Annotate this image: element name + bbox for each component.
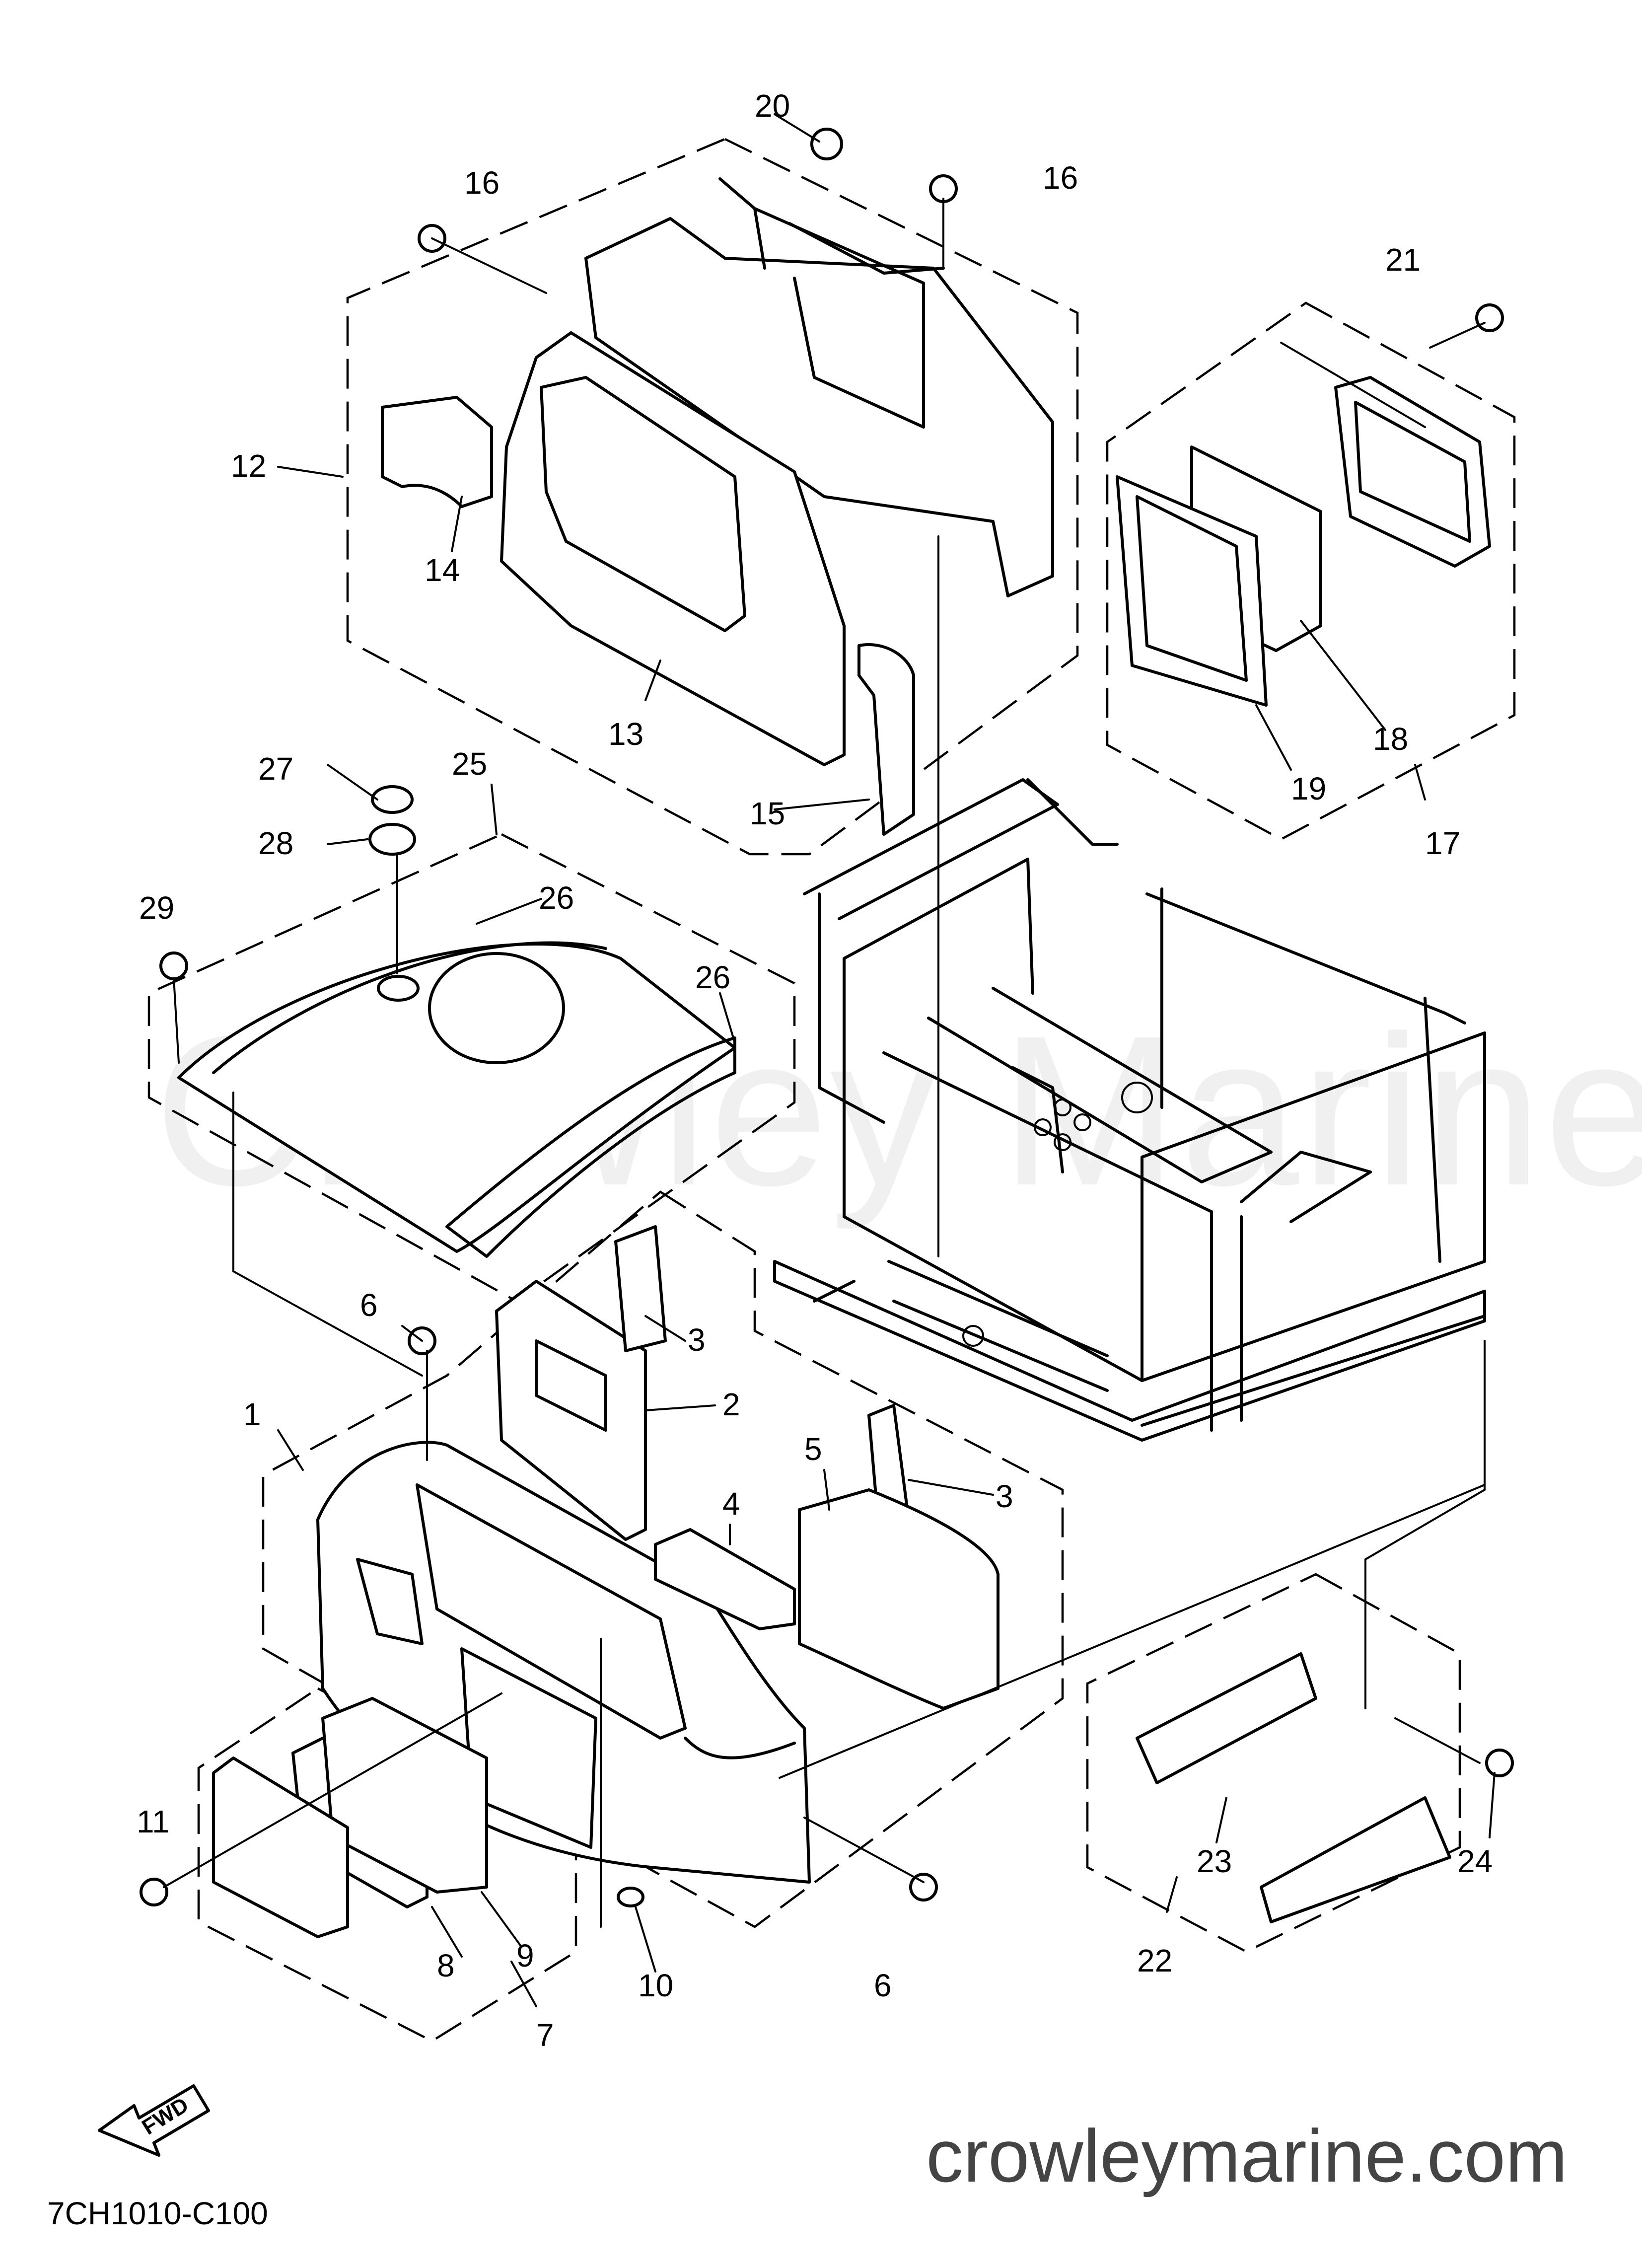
callout-2: 2: [722, 1387, 740, 1422]
callout-20: 20: [755, 88, 790, 124]
callout-7: 7: [536, 2017, 554, 2053]
engine-frame: [773, 778, 1486, 1442]
callout-6a: 6: [360, 1287, 378, 1323]
callout-8: 8: [437, 1948, 455, 1983]
bolt-icons: [140, 128, 1514, 1906]
callout-9: 9: [516, 1938, 534, 1974]
part-15-foam: [857, 643, 915, 836]
callout-12: 12: [231, 448, 266, 484]
part-23-foam: [1136, 1652, 1317, 1784]
callout-26b: 26: [695, 959, 730, 995]
part-25-top-cover: [177, 941, 736, 1258]
callout-25: 25: [452, 746, 487, 782]
callout-21: 21: [1385, 242, 1421, 278]
part-13-cover: [500, 331, 846, 766]
callout-14: 14: [425, 552, 460, 588]
callout-22: 22: [1137, 1943, 1172, 1978]
group-1-outline: [262, 1190, 1064, 1928]
callout-28: 28: [258, 825, 293, 861]
fwd-arrow-icon: FWD: [98, 2084, 210, 2157]
part-21-cover: [1334, 376, 1491, 568]
callout-labels: 20 16 16 21 12 14 13 18 19 15 17 27 25 2…: [137, 88, 1493, 2053]
callout-24: 24: [1457, 1843, 1493, 1879]
part-14-foam: [381, 396, 493, 508]
group-12-outline: [346, 138, 1079, 856]
callout-leaders: [277, 113, 1496, 2007]
callout-6b: 6: [874, 1968, 892, 2003]
part-2-foam: [495, 1280, 647, 1541]
part-5-panel: [798, 1488, 999, 1710]
part-27-cap: [371, 785, 414, 814]
callout-5: 5: [804, 1431, 822, 1467]
part-24-cover: [1260, 1796, 1451, 1923]
callout-23: 23: [1197, 1843, 1232, 1879]
callout-3a: 3: [688, 1322, 706, 1358]
part-28-grommet: [368, 823, 416, 856]
website-label: crowleymarine.com: [926, 2114, 1568, 2197]
callout-13: 13: [608, 716, 643, 752]
callout-4: 4: [722, 1486, 740, 1522]
callout-10: 10: [638, 1968, 673, 2003]
leader-lines: [163, 198, 1486, 1928]
part-19-frame-inner: [1136, 495, 1248, 682]
callout-11: 11: [137, 1804, 169, 1839]
part-4-foam: [654, 1528, 796, 1630]
group-17-outline: [1106, 301, 1516, 841]
diagram-code: 7CH1010-C100: [47, 2195, 268, 2231]
part-10-grommet: [617, 1887, 644, 1907]
callout-17: 17: [1425, 825, 1460, 861]
part-2-foam-window: [535, 1339, 607, 1432]
callout-16b: 16: [1043, 160, 1078, 196]
callout-27: 27: [258, 751, 293, 787]
group-22-outline: [1086, 1573, 1461, 1953]
callout-26a: 26: [539, 880, 574, 916]
part-21-cover-inner: [1354, 401, 1471, 543]
callout-18: 18: [1373, 721, 1408, 757]
callout-19: 19: [1291, 771, 1326, 806]
part-3-foam-upper: [614, 1225, 667, 1352]
callout-29: 29: [139, 890, 174, 926]
callout-1: 1: [243, 1396, 261, 1432]
callout-15: 15: [750, 796, 785, 831]
callout-3b: 3: [996, 1478, 1013, 1514]
part-11-lid: [212, 1756, 349, 1938]
callout-16a: 16: [464, 165, 500, 201]
group-7-outline: [197, 1687, 577, 2043]
